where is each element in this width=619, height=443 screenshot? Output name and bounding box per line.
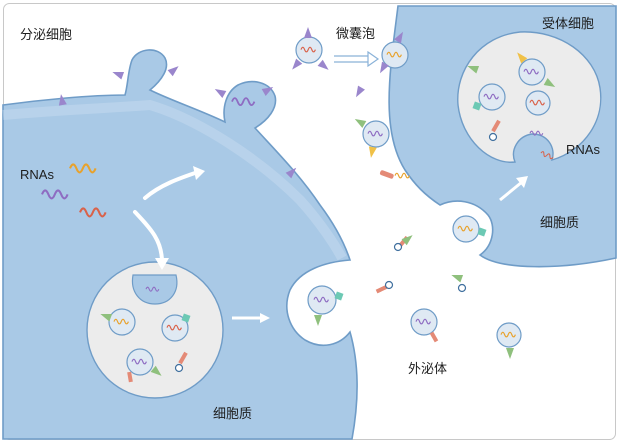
recipient-vesicle — [514, 49, 558, 91]
rnas-label-left: RNAs — [20, 167, 54, 182]
recipient-vesicle — [472, 83, 506, 111]
microvesicle-label: 微囊泡 — [336, 27, 376, 42]
recipient-cell-label: 受体细胞 — [542, 17, 595, 32]
arrow-icon — [143, 170, 200, 200]
rnas-label-right: RNAs — [566, 142, 600, 157]
cytoplasm-label-right: 细胞质 — [540, 216, 580, 231]
arrow-icon — [499, 180, 523, 202]
microvesicle — [289, 27, 332, 73]
mvb-receptor — [174, 351, 188, 373]
released-exosome — [307, 285, 344, 326]
secreting-cell-label: 分泌细胞 — [20, 28, 73, 43]
exosome-label: 外泌体 — [408, 362, 448, 377]
arrow-icon — [334, 55, 370, 63]
multivesicular-body — [86, 261, 224, 399]
exosome-particle — [410, 308, 439, 343]
receptor-icon — [393, 232, 416, 252]
endocytosed-exosome — [452, 215, 487, 243]
microvesicle — [352, 115, 390, 159]
recipient-vesicle — [525, 90, 551, 116]
receptor-icon — [375, 280, 394, 294]
arrow-icon — [133, 210, 164, 264]
cytoplasm-label-bottom: 细胞质 — [213, 407, 253, 422]
receptor-icon — [449, 271, 467, 293]
mvb-vesicle — [98, 308, 136, 336]
exosome-particle — [496, 322, 522, 359]
mvb-vesicle — [126, 348, 165, 383]
microvesicle — [376, 29, 409, 76]
mvb-vesicle — [161, 313, 191, 342]
